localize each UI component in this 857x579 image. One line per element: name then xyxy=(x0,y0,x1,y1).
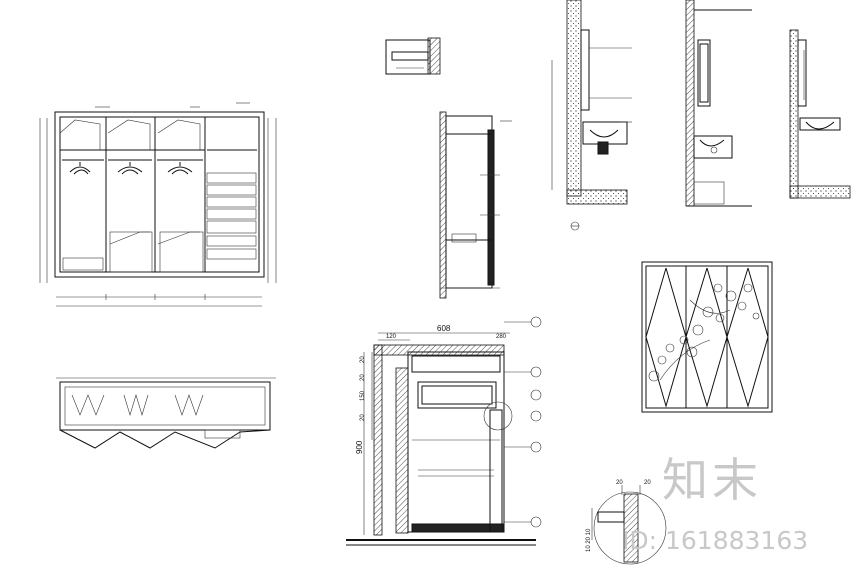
hanger-icon xyxy=(117,162,143,175)
detail-dim-vertical: 10 20 10 xyxy=(586,528,592,552)
flower-ornament xyxy=(648,283,760,382)
watermark-brand: 知末 xyxy=(662,453,762,507)
hanger-icon xyxy=(69,162,91,175)
tall-cabinet-section xyxy=(439,111,512,299)
wardrobe-elevation xyxy=(39,102,277,307)
dim-20-b: 20 xyxy=(360,374,366,381)
dim-900: 900 xyxy=(355,440,364,454)
dim-20-a: 20 xyxy=(360,356,366,363)
round-detail xyxy=(591,485,667,565)
hanger-icon xyxy=(167,162,193,175)
vanity-section-c xyxy=(789,29,851,199)
detail-dim-20-b: 20 xyxy=(644,480,651,486)
vanity-section-a xyxy=(551,0,632,231)
detail-dim-20-a: 20 xyxy=(616,480,623,486)
dim-width-total: 608 xyxy=(437,324,451,333)
dim-20-c: 20 xyxy=(360,414,366,421)
vanity-section-b xyxy=(685,0,752,207)
wardrobe-plan xyxy=(56,377,276,449)
dim-150: 150 xyxy=(360,390,366,401)
dim-280: 280 xyxy=(496,334,507,340)
dim-120: 120 xyxy=(386,334,397,340)
watermark-id: ID: 161883163 xyxy=(622,526,809,555)
cabinet-detail-section xyxy=(346,316,542,546)
decorative-panel-elevation xyxy=(641,261,773,413)
small-detail-top xyxy=(385,37,441,75)
